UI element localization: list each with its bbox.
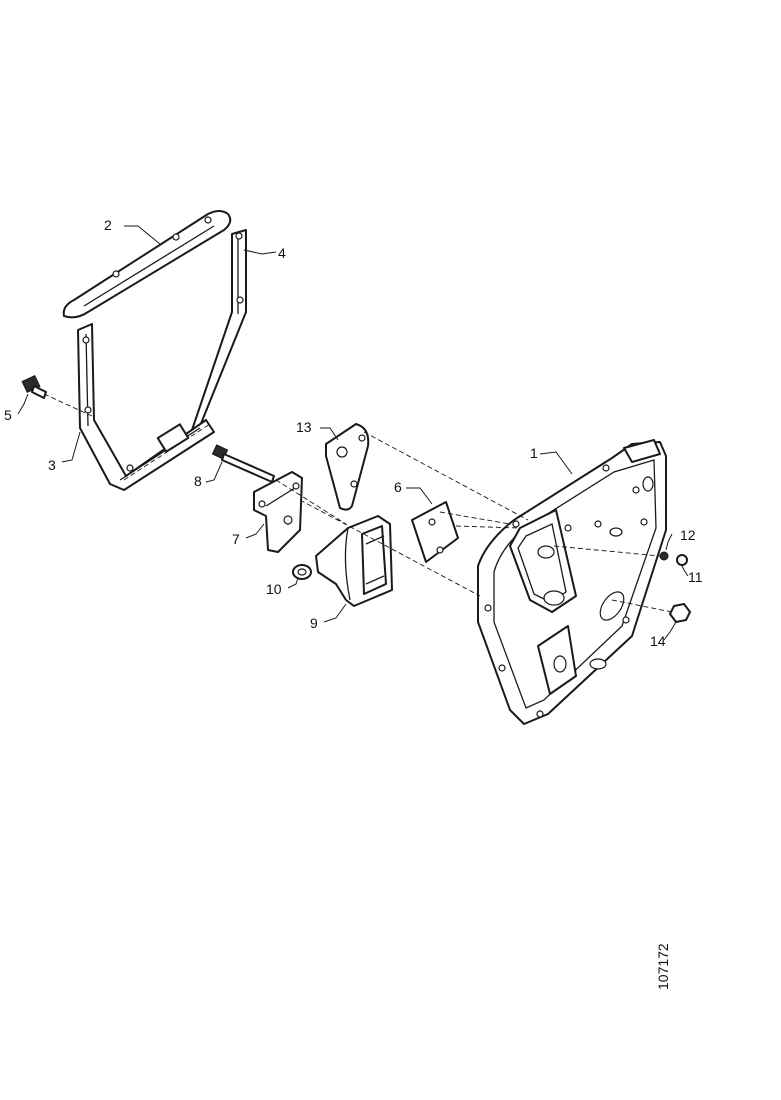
leader-lines [17, 225, 689, 641]
assembly-lines [43, 393, 673, 613]
part-2-upper-bar [62, 210, 232, 319]
callout-7: 7 [232, 531, 240, 547]
callout-3: 3 [48, 457, 56, 473]
part-4-right-frame-bar [191, 229, 247, 431]
callout-6: 6 [394, 479, 402, 495]
callout-13: 13 [296, 419, 312, 435]
part-3-lower-frame-bar [77, 323, 215, 491]
callout-12: 12 [680, 527, 696, 543]
part-1-main-panel [477, 439, 667, 725]
callout-8: 8 [194, 473, 202, 489]
callouts: 1 2 3 4 5 6 7 8 9 10 11 12 13 14 [4, 217, 703, 649]
callout-10: 10 [266, 581, 282, 597]
callout-1: 1 [530, 445, 538, 461]
part-10-nut [292, 564, 312, 580]
part-9-housing-block [315, 515, 393, 607]
part-12-small-bolt [659, 551, 669, 561]
callout-2: 2 [104, 217, 112, 233]
callout-14: 14 [650, 633, 666, 649]
callout-4: 4 [278, 245, 286, 261]
part-13-bracket-plate [325, 423, 370, 511]
callout-9: 9 [310, 615, 318, 631]
part-6-plate [411, 501, 459, 563]
callout-5: 5 [4, 407, 12, 423]
callout-11: 11 [688, 569, 703, 585]
document-number: 107172 [655, 943, 671, 990]
part-7-mounting-bracket [253, 471, 303, 553]
part-14-nut [669, 603, 691, 623]
part-5-bolt [21, 374, 47, 399]
part-11-washer [676, 554, 688, 566]
